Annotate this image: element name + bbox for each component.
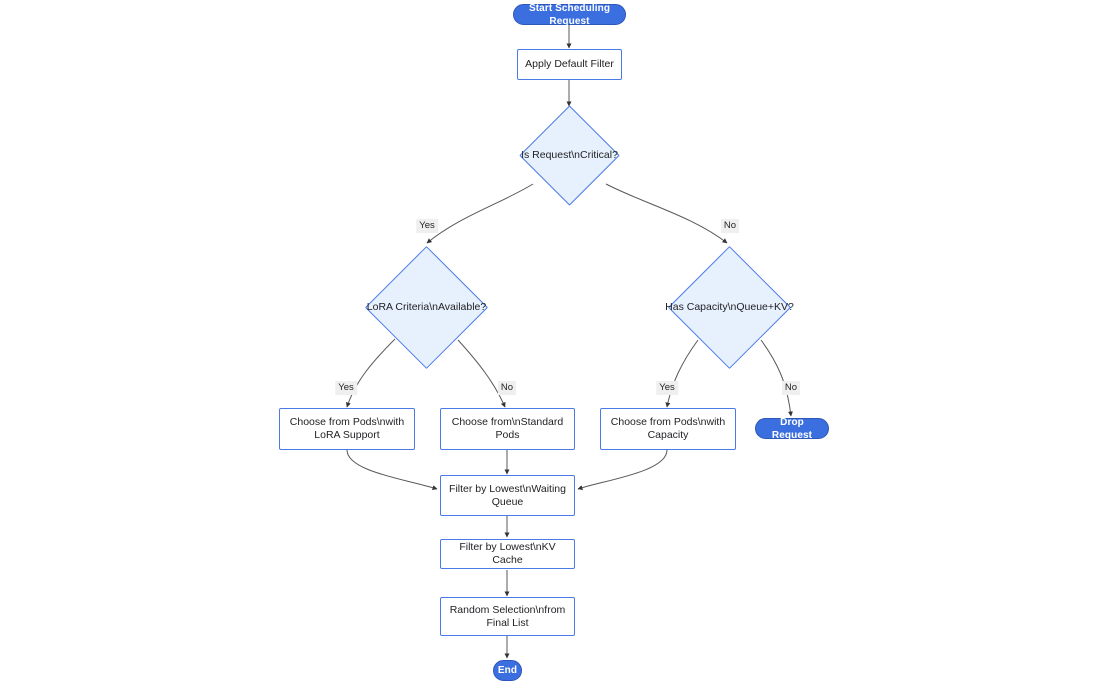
edge-label-critical-no: No [720,219,740,233]
edge-label-capacity-yes: Yes [656,381,678,395]
node-has-capacity-queue-kv-label: Has Capacity\nQueue+KV? [665,301,794,313]
edge-label-lora-yes: Yes [335,381,357,395]
node-filter-by-lowest-kv-cache[interactable]: Filter by Lowest\nKV Cache [440,539,575,569]
node-drop-request-label: Drop Request [771,416,813,441]
node-choose-pods-with-capacity-label: Choose from Pods\nwith Capacity [610,416,726,441]
edge-pods-lora-to-filter-queue [346,449,438,490]
edge-is-critical-to-lora [426,183,534,244]
node-filter-by-lowest-waiting-queue[interactable]: Filter by Lowest\nWaiting Queue [440,475,575,516]
node-start-label: Start Scheduling Request [528,2,611,27]
node-choose-from-standard-pods-label: Choose from\nStandard Pods [451,416,564,441]
edge-label-lora-no: No [497,381,517,395]
edge-capacity-to-drop-request [760,339,793,417]
node-drop-request[interactable]: Drop Request [755,416,829,441]
node-lora-criteria-available-label: LoRA Criteria\nAvailable? [366,301,487,313]
edge-pods-capacity-to-filter-queue [577,449,668,490]
node-end[interactable]: End [493,660,522,681]
node-choose-pods-with-lora-support-label: Choose from Pods\nwith LoRA Support [289,416,405,441]
node-choose-pods-with-lora-support[interactable]: Choose from Pods\nwith LoRA Support [279,408,415,450]
node-random-selection-from-final-list-label: Random Selection\nfrom Final List [449,603,566,629]
edge-is-critical-to-capacity [605,183,728,244]
node-end-label: End [497,665,518,676]
edge-label-critical-yes: Yes [416,219,438,233]
node-filter-by-lowest-kv-cache-label: Filter by Lowest\nKV Cache [459,541,556,566]
node-choose-pods-with-capacity[interactable]: Choose from Pods\nwith Capacity [600,408,736,450]
edge-label-capacity-no: No [781,381,801,395]
node-is-request-critical[interactable]: Is Request\nCritical? [519,105,620,206]
node-filter-by-lowest-waiting-queue-label: Filter by Lowest\nWaiting Queue [449,482,566,508]
node-apply-default-filter-label: Apply Default Filter [525,58,614,70]
node-choose-from-standard-pods[interactable]: Choose from\nStandard Pods [440,408,575,450]
node-is-request-critical-label: Is Request\nCritical? [521,149,618,161]
node-has-capacity-queue-kv[interactable]: Has Capacity\nQueue+KV? [665,245,794,370]
node-apply-default-filter[interactable]: Apply Default Filter [517,49,622,80]
node-random-selection-from-final-list[interactable]: Random Selection\nfrom Final List [440,597,575,636]
node-start[interactable]: Start Scheduling Request [513,2,626,27]
node-lora-criteria-available[interactable]: LoRA Criteria\nAvailable? [364,245,489,370]
